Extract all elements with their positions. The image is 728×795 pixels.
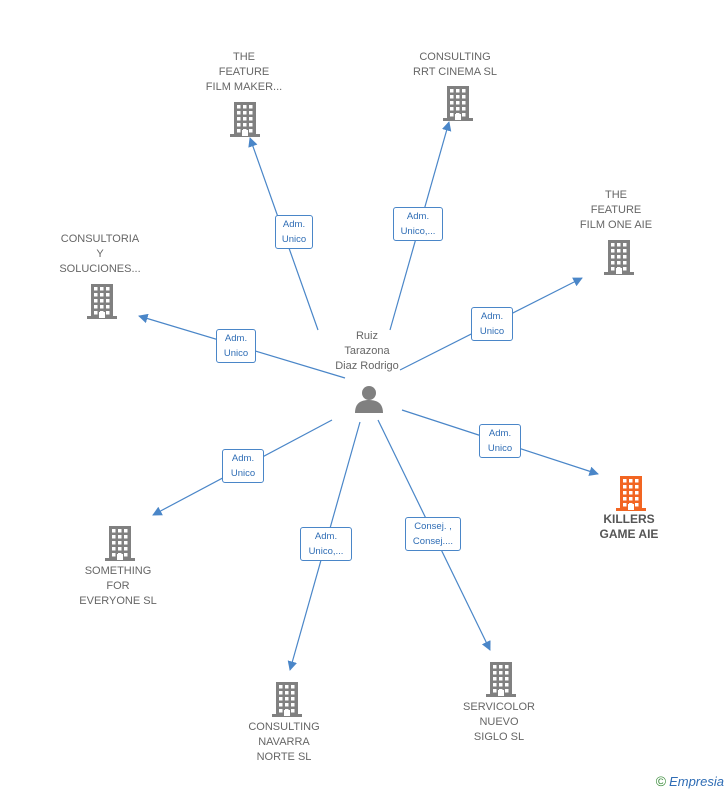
building-icon[interactable] [103,524,137,562]
node-label-something-for-everyone[interactable]: SOMETHING FOR EVERYONE SL [79,565,157,607]
center-person-name[interactable]: Ruiz Tarazona Diaz Rodrigo [335,330,399,372]
copyright-icon: © [655,773,667,789]
brand-name[interactable]: Empresia [669,774,724,789]
building-icon[interactable] [228,100,262,138]
building-icon[interactable] [85,282,119,320]
node-label-servicolor[interactable]: SERVICOLOR NUEVO SIGLO SL [463,701,535,743]
node-label-killers-game[interactable]: KILLERS GAME AIE [599,512,659,541]
edge-label-killers-game[interactable]: Adm. Unico [479,424,521,458]
edge-label-feature-film-one[interactable]: Adm. Unico [471,307,513,341]
building-icon[interactable] [484,660,518,698]
edge-label-feature-film-maker[interactable]: Adm. Unico [275,215,313,249]
edge-label-consulting-navarra[interactable]: Adm. Unico,... [300,527,352,561]
node-label-feature-film-one[interactable]: THE FEATURE FILM ONE AIE [579,189,653,231]
node-label-feature-film-maker[interactable]: THE FEATURE FILM MAKER... [205,51,283,93]
node-label-consultoria-soluciones[interactable]: CONSULTORIA Y SOLUCIONES... [59,233,141,275]
edge-label-something-for-everyone[interactable]: Adm. Unico [222,449,264,483]
footer-brand: ©Empresia [656,773,724,789]
person-icon [353,383,385,415]
node-label-consulting-navarra[interactable]: CONSULTING NAVARRA NORTE SL [248,721,320,763]
edge-label-servicolor[interactable]: Consej. , Consej.... [405,517,461,551]
node-label-consulting-rrt-cinema[interactable]: CONSULTING RRT CINEMA SL [413,51,497,78]
building-icon[interactable] [441,84,475,122]
building-icon[interactable] [602,238,636,276]
edge-label-consulting-rrt-cinema[interactable]: Adm. Unico,... [393,207,443,241]
edge-label-consultoria-soluciones[interactable]: Adm. Unico [216,329,256,363]
building-icon[interactable] [270,680,304,718]
building-icon[interactable] [614,474,648,512]
